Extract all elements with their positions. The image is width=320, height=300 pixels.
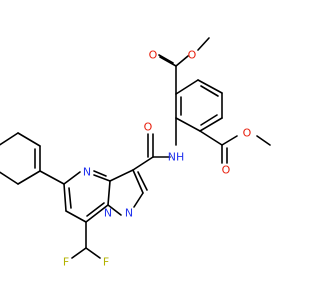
oxygen-atom-label: O bbox=[222, 164, 231, 177]
fluorine-atom-label: F bbox=[63, 256, 69, 269]
bond bbox=[86, 202, 105, 217]
bond bbox=[93, 174, 111, 182]
nitrogen-atom-label: N bbox=[125, 207, 133, 220]
bond bbox=[63, 183, 67, 212]
bond bbox=[200, 85, 219, 97]
bond bbox=[0, 132, 19, 146]
bond bbox=[17, 170, 41, 185]
benzene-ring-top bbox=[175, 79, 223, 132]
methyl-ester-bottom bbox=[199, 130, 271, 164]
phenyl-ring-left bbox=[0, 132, 65, 185]
bond bbox=[175, 117, 201, 132]
bond bbox=[133, 192, 144, 208]
bond bbox=[0, 171, 19, 185]
bond bbox=[132, 156, 154, 171]
bond bbox=[39, 170, 65, 185]
bond bbox=[109, 169, 134, 182]
bond bbox=[71, 247, 87, 259]
bond bbox=[175, 55, 189, 67]
nitrogen-atom-label: NH bbox=[168, 151, 185, 164]
bond bbox=[221, 135, 238, 146]
bond bbox=[93, 170, 107, 177]
bond bbox=[65, 210, 87, 223]
bond bbox=[256, 135, 271, 146]
bond bbox=[159, 56, 177, 67]
bond bbox=[158, 54, 174, 64]
oxygen-atom-label: O bbox=[149, 49, 158, 62]
bond bbox=[197, 37, 210, 51]
difluoromethyl-group bbox=[71, 221, 101, 259]
bond bbox=[199, 130, 223, 146]
bond bbox=[200, 114, 218, 126]
bond bbox=[17, 132, 41, 147]
oxygen-atom-label: O bbox=[144, 121, 153, 134]
bond bbox=[199, 117, 223, 132]
bond bbox=[132, 169, 144, 194]
bond bbox=[197, 79, 223, 94]
bond bbox=[107, 204, 122, 216]
methyl-ester-top bbox=[158, 37, 210, 95]
oxygen-atom-label: O bbox=[243, 127, 252, 140]
molecule-canvas: O O O O O NH N N N F F bbox=[0, 37, 271, 269]
amide-linkage bbox=[132, 117, 177, 171]
oxygen-atom-label: O bbox=[188, 49, 197, 62]
atom-labels: O O O O O NH N N N F F bbox=[63, 49, 252, 269]
pyrazolopyrimidine-core bbox=[63, 169, 148, 223]
bond bbox=[175, 79, 199, 95]
bond bbox=[137, 171, 148, 191]
bond bbox=[68, 187, 72, 209]
fluorine-atom-label: F bbox=[103, 256, 109, 269]
nitrogen-atom-label: N bbox=[83, 166, 91, 179]
chemical-structure-diagram: O O O O O NH N N N F F bbox=[0, 37, 271, 269]
nitrogen-atom-label: N bbox=[104, 207, 112, 220]
bond bbox=[85, 204, 109, 223]
bond bbox=[107, 180, 111, 206]
bond bbox=[63, 171, 81, 185]
bond bbox=[85, 247, 101, 259]
